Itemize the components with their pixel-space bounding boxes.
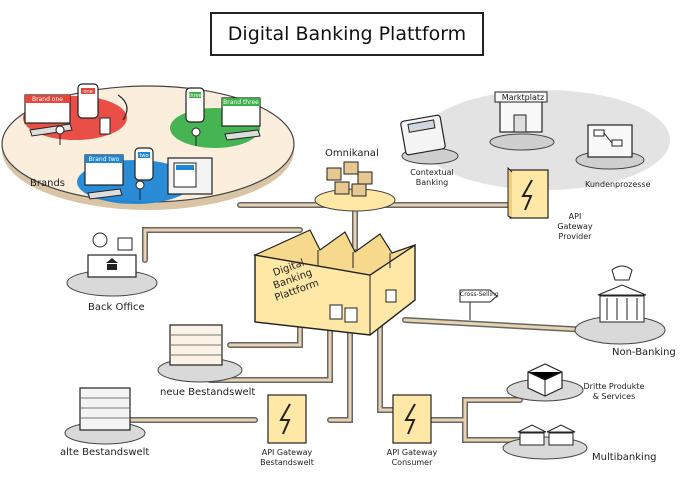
page-title: Digital Banking Plattform xyxy=(210,12,484,56)
brand-two-phone-label: two xyxy=(139,153,149,159)
api-gateway-bestandswelt-box xyxy=(267,394,307,444)
omnikanal-platform xyxy=(314,161,396,212)
factory xyxy=(252,229,416,336)
api-gateway-bestandswelt-label: API Gateway Bestandswelt xyxy=(260,448,314,467)
connection-pipes xyxy=(117,177,593,443)
neue-bestandswelt xyxy=(157,324,243,383)
back-office xyxy=(66,232,158,297)
api-gateway-provider-label: API Gateway Provider xyxy=(557,212,593,241)
dritte-produkte xyxy=(506,363,584,402)
multibanking xyxy=(502,424,588,460)
multibanking-label: Multibanking xyxy=(592,452,657,463)
neue-bestandswelt-label: neue Bestandswelt xyxy=(160,387,256,398)
non-banking-label: Non-Banking xyxy=(612,347,676,358)
brand-three-phone-label: three xyxy=(188,93,202,99)
dritte-produkte-label: Dritte Produkte & Services xyxy=(583,382,645,401)
kundenprozesse-label: Kundenprozesse xyxy=(585,180,651,189)
brands-label: Brands xyxy=(30,178,65,189)
api-gateway-consumer-label: API Gateway Consumer xyxy=(386,448,438,467)
brand-one-devices xyxy=(24,83,128,145)
back-office-label: Back Office xyxy=(88,302,145,313)
ecosystem-area xyxy=(400,90,670,190)
api-gateway-consumer-box xyxy=(392,394,432,444)
brand-one-phone-label: one xyxy=(83,89,93,95)
brand-three-label: Brand three xyxy=(223,99,259,106)
brand-one-label: Brand one xyxy=(32,96,63,103)
brand-three-devices xyxy=(185,87,261,146)
non-banking xyxy=(574,265,666,345)
brand-two-devices xyxy=(84,147,213,200)
alte-bestandswelt xyxy=(64,387,146,445)
api-gateway-provider-box xyxy=(507,166,549,219)
contextual-banking-label: Contextual Banking xyxy=(410,168,454,187)
cross-selling-sign xyxy=(459,289,498,320)
marktplatz-label: Marktplatz xyxy=(501,93,545,102)
alte-bestandswelt-label: alte Bestandswelt xyxy=(60,447,150,458)
omnikanal-label: Omnikanal xyxy=(325,148,379,159)
cross-selling-label: Cross-Selling xyxy=(460,291,499,298)
brand-two-label: Brand two xyxy=(88,156,120,163)
